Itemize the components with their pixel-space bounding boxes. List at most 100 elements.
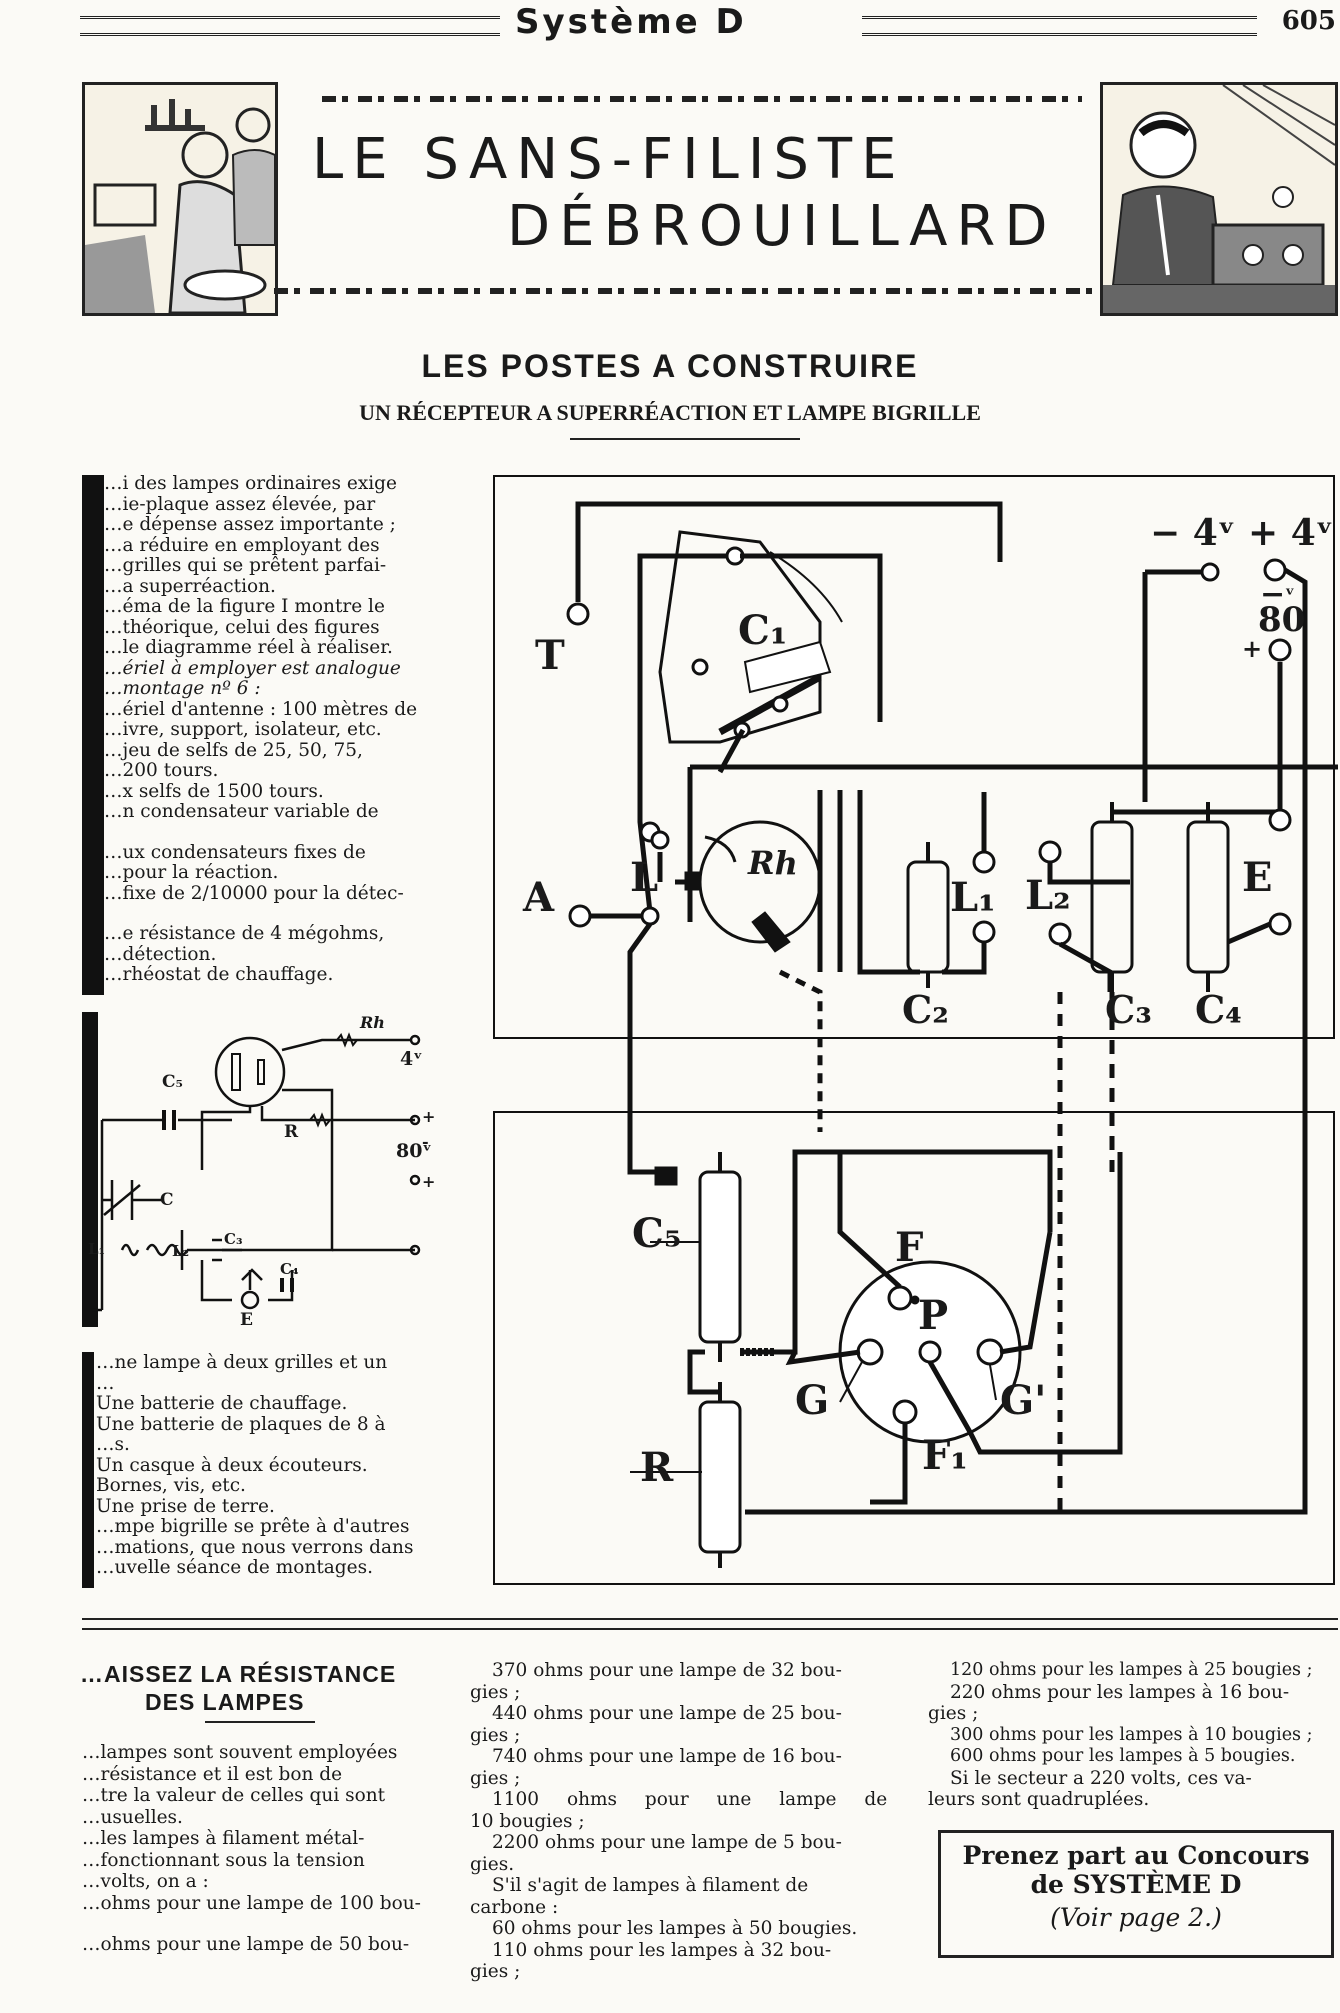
article-title: LES POSTES A CONSTRUIRE [421,348,919,384]
text-line: S'il s'agit de lampes à filament de [492,1875,809,1896]
battery-label-plus-4v: + 4ᵛ [1248,512,1334,554]
text-line: …s. [96,1434,130,1455]
text-line: …jeu de selfs de 25, 50, 75, [104,739,363,761]
text-line: …ivre, support, isolateur, etc. [104,719,382,740]
notice-line: (Voir page 2.) [1050,1903,1222,1932]
text-line: 740 ohms pour une lampe de 16 bou- [492,1746,842,1767]
banner-title-line1: LE SANS-FILISTE [312,127,906,192]
battery-label-minus-4v: − 4ᵛ [1150,512,1236,554]
title-underline [570,438,800,440]
schematic-label-c5: C₅ [162,1072,183,1092]
schematic-label-l1: L₁ [88,1240,106,1258]
schematic-label-c: C [160,1190,174,1210]
text-line: 110 ohms pour les lampes à 32 bou- [492,1939,832,1961]
body-text-bottom: …ne lampe à deux grilles et un … Une bat… [96,1352,440,1579]
schematic-label-l2: L₂ [172,1242,190,1260]
banner-dash-bottom [274,288,1104,294]
text-line: …x selfs de 1500 tours. [104,780,324,802]
schematic-label-plus: + [422,1107,436,1126]
text-line: 120 ohms pour les lampes à 25 bougies ; [950,1660,1313,1680]
battery-label-minus: − [1260,577,1286,612]
text-line: …ux condensateurs fixes de [104,841,366,863]
banner-dash-top [322,96,1082,102]
wiring-diagram: T C₁ A L Rh L₁ L₂ E C₂ C₃ C₄ − 4ᵛ + 4ᵛ −… [490,472,1340,1588]
text-line: 440 ohms pour une lampe de 25 bou- [492,1703,842,1724]
notice-line: de SYSTÈME D [1030,1870,1242,1899]
masthead-rule-left [80,16,500,36]
text-line [82,1914,442,1934]
text-line: …mations, que nous verrons dans [96,1536,414,1558]
component-label-l2: L₂ [1025,872,1071,919]
text-line: …grilles qui se prêtent parfai- [104,555,387,576]
text-line: …ie-plaque assez élevée, par [104,493,376,515]
component-label-l1: L₁ [950,874,996,921]
bottom-column-2: 370 ohms pour une lampe de 32 bou- gies … [470,1660,890,1983]
scan-edge-shadow [82,475,104,995]
schematic-label-plus: + [422,1172,436,1191]
text-line: …détection. [104,943,217,965]
text-line: …éma de la figure I montre le [104,596,385,617]
text-line: …volts, on a : [82,1871,209,1892]
terminal-label-t: T [535,632,565,679]
text-line: …e dépense assez importante ; [104,514,396,535]
component-label-r: R [640,1444,674,1491]
text-line: leurs sont quadruplées. [928,1789,1150,1810]
schematic-figure: Rh 4ᵛ + - 80ᵛ + C₅ R C L₁ L₂ C₃ C₄ E [79,1010,442,1330]
section-divider [82,1618,1338,1630]
banner-title-line2: DÉBROUILLARD [507,194,1057,259]
text-line: …mpe bigrille se prête à d'autres [96,1516,410,1537]
text-line: …uvelle séance de montages. [96,1557,373,1578]
component-label-c5: C₅ [632,1210,682,1257]
terminal-label-e: E [1242,854,1273,901]
text-line: …le diagramme réel à réaliser. [104,637,393,658]
text-line [104,904,444,924]
bottom-column-1: …lampes sont souvent employées …résistan… [82,1742,442,1956]
text-line: …ne lampe à deux grilles et un [96,1352,388,1373]
text-line [104,823,444,843]
text-line: gies ; [470,1681,521,1703]
text-line: 10 bougies ; [470,1810,585,1832]
schematic-label-r: R [284,1122,299,1142]
text-line: 1100 ohms pour une lampe de [492,1789,888,1810]
text-line: 300 ohms pour les lampes à 10 bougies ; [950,1724,1313,1745]
terminal-label-a: A [523,874,555,921]
article-subtitle: UN RÉCEPTEUR A SUPERRÉACTION ET LAMPE BI… [359,400,981,425]
text-line: gies ; [470,1724,521,1746]
bottom-column-3: 120 ohms pour les lampes à 25 bougies ; … [928,1660,1336,1811]
masthead: Système D 605 [0,0,1340,50]
text-line: …pour la réaction. [104,862,279,883]
text-line: …ériel à employer est analogue [104,657,401,679]
text-line: …les lampes à filament métal- [82,1828,365,1849]
scan-edge-shadow [82,1352,94,1588]
heading-line: …AISSEZ LA RÉSISTANCE [80,1661,397,1687]
text-line: Si le secteur a 220 volts, ces va- [950,1767,1252,1789]
bottom-article-heading: …AISSEZ LA RÉSISTANCE DES LAMPES [80,1660,440,1716]
socket-pin-g-prime: G' [1000,1377,1047,1424]
text-line: …a superréaction. [104,575,276,597]
socket-pin-f1: F₁ [922,1432,968,1479]
text-line: …rhéostat de chauffage. [104,964,334,985]
schematic-label-c3: C₃ [224,1230,243,1248]
component-label-c1: C₁ [738,607,788,654]
text-line: gies. [470,1853,515,1875]
text-line: …tre la valeur de celles qui sont [82,1785,386,1806]
battery-label-plus: + [1242,634,1263,663]
scan-edge-shadow [82,1012,98,1327]
text-line: 2200 ohms pour une lampe de 5 bou- [492,1832,842,1853]
text-line: 60 ohms pour les lampes à 50 bougies. [492,1918,858,1939]
text-line: Un casque à deux écouteurs. [96,1454,368,1476]
text-line: Une batterie de plaques de 8 à [96,1413,386,1435]
text-line: …fixe de 2/10000 pour la détec- [104,882,404,904]
text-line: …e résistance de 4 mégohms, [104,923,385,944]
schematic-label-e: E [240,1310,253,1330]
text-line: …ohms pour une lampe de 50 bou- [82,1934,410,1955]
text-line: …ohms pour une lampe de 100 bou- [82,1892,421,1914]
text-line: …résistance et il est bon de [82,1763,343,1785]
contest-notice-box: Prenez part au Concours de SYSTÈME D (Vo… [938,1830,1334,1958]
schematic-label-c4: C₄ [280,1260,299,1278]
text-line: 370 ohms pour une lampe de 32 bou- [492,1660,842,1681]
component-label-c4: C₄ [1195,987,1242,1032]
component-label-c2: C₂ [902,987,949,1032]
text-line: Bornes, vis, etc. [96,1475,246,1496]
text-line: …i des lampes ordinaires exige [104,473,397,494]
